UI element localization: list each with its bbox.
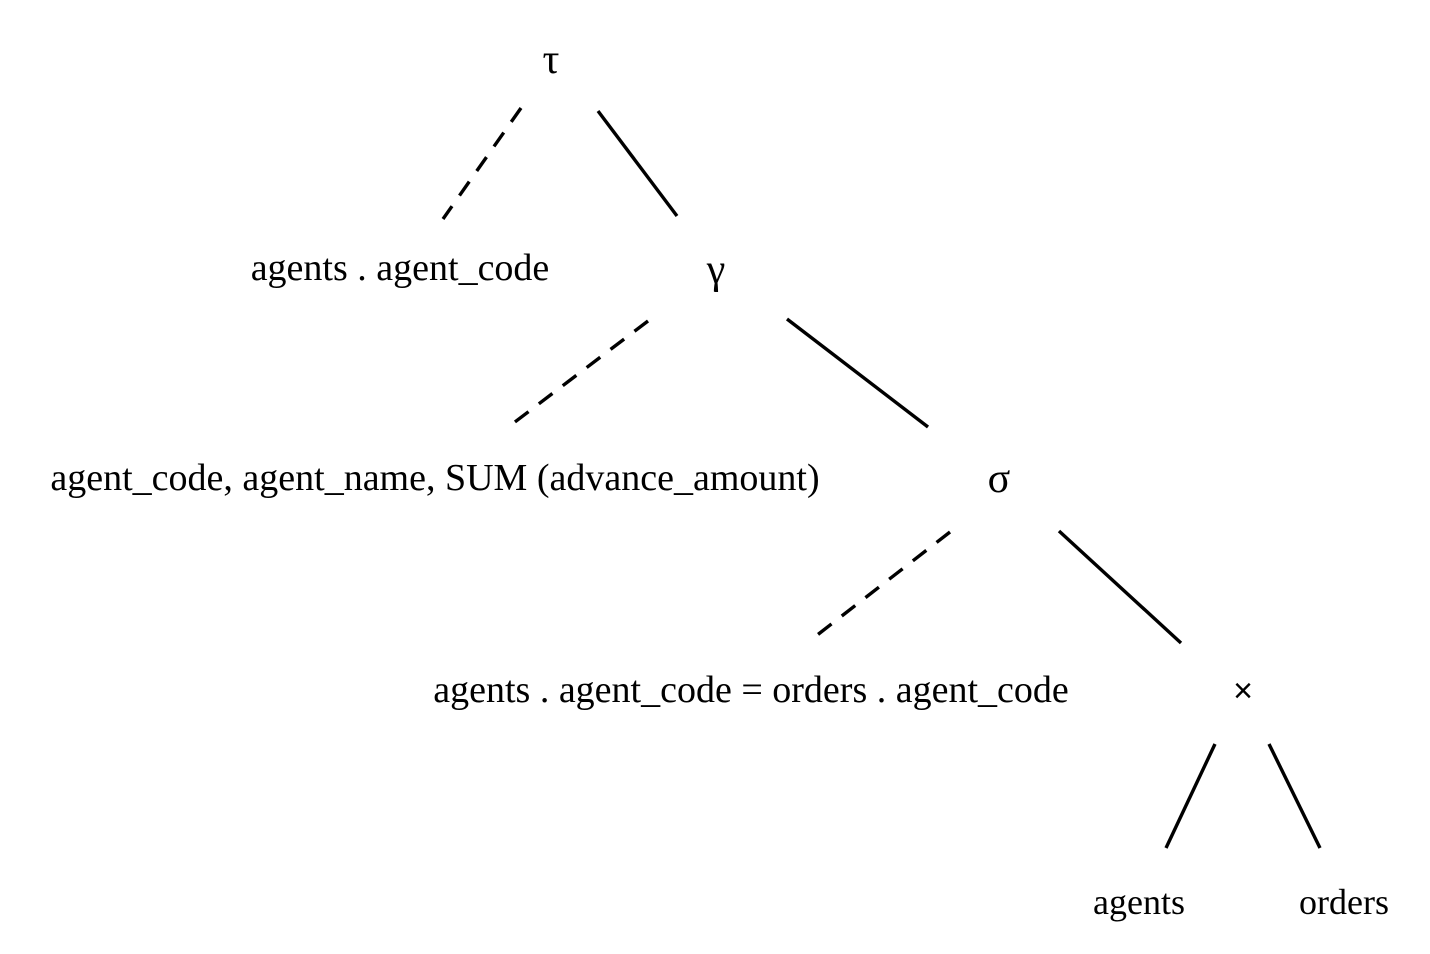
relation-agents: agents bbox=[1093, 882, 1185, 922]
group-by-operator: γ bbox=[706, 247, 726, 293]
group-by-list-label: agent_code, agent_name, SUM (advance_amo… bbox=[50, 457, 820, 499]
edge-gamma-to-sigma bbox=[785, 317, 930, 429]
edge-cross-to-orders bbox=[1267, 743, 1322, 849]
relation-orders: orders bbox=[1299, 882, 1389, 922]
edge-cross-to-agents bbox=[1164, 743, 1217, 849]
edge-gamma-to-group-list bbox=[505, 319, 650, 430]
edge-tau-to-sort-key bbox=[441, 107, 523, 220]
edge-sigma-to-predicate bbox=[814, 530, 952, 638]
sort-key-label: agents . agent_code bbox=[250, 247, 550, 289]
cartesian-product-operator: × bbox=[1233, 672, 1253, 710]
sort-operator: τ bbox=[542, 37, 560, 83]
selection-predicate-label: agents . agent_code = orders . agent_cod… bbox=[433, 669, 1069, 711]
edge-sigma-to-cross bbox=[1057, 529, 1183, 645]
edge-tau-to-gamma bbox=[596, 109, 679, 218]
selection-operator: σ bbox=[987, 456, 1011, 502]
